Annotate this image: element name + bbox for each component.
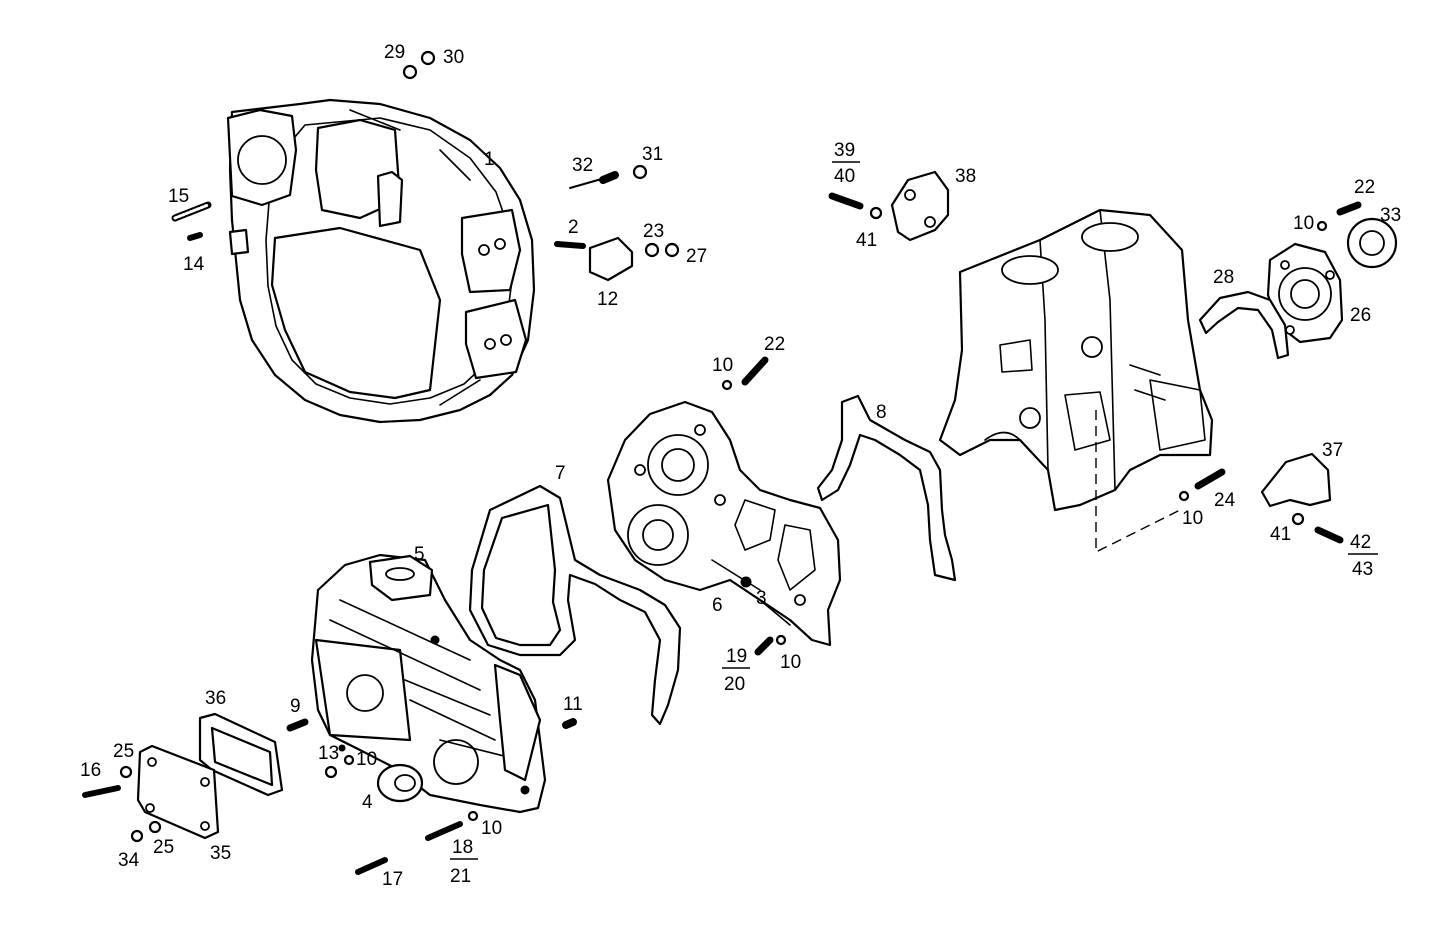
inspection-cover-gasket — [198, 712, 284, 797]
label-12: 12 — [597, 289, 618, 310]
label-22: 22 — [1354, 177, 1375, 198]
label-39: 39 — [834, 140, 855, 161]
inspection-cover-hole — [147, 757, 157, 767]
inspection-cover-hole — [145, 803, 155, 813]
front-seal — [376, 763, 424, 803]
cover-plate — [890, 170, 950, 242]
label-37: 37 — [1322, 440, 1343, 461]
flywheel-housing — [226, 98, 536, 424]
label-10: 10 — [712, 355, 733, 376]
label-25: 25 — [153, 837, 174, 858]
label-28: 28 — [1213, 267, 1234, 288]
label-25: 25 — [113, 741, 134, 762]
label-19: 19 — [726, 646, 747, 667]
label-31: 31 — [642, 144, 663, 165]
label-17: 17 — [382, 869, 403, 890]
label-6: 6 — [712, 595, 723, 616]
label-10: 10 — [481, 818, 502, 839]
engine-block-gasket — [816, 394, 957, 582]
label-1: 1 — [484, 149, 495, 170]
mount-bracket — [1260, 452, 1332, 508]
label-35: 35 — [210, 843, 231, 864]
label-10: 10 — [780, 652, 801, 673]
label-23: 23 — [643, 221, 664, 242]
label-30: 30 — [443, 47, 464, 68]
label-33: 33 — [1380, 205, 1401, 226]
label-8: 8 — [876, 402, 887, 423]
label-21: 21 — [450, 866, 471, 887]
label-38: 38 — [955, 166, 976, 187]
small-cover-plate — [588, 236, 634, 282]
label-20: 20 — [724, 674, 745, 695]
label-32: 32 — [572, 155, 593, 176]
label-22: 22 — [764, 334, 785, 355]
label-41: 41 — [1270, 524, 1291, 545]
label-24: 24 — [1214, 490, 1236, 511]
label-14: 14 — [183, 254, 205, 275]
label-10: 10 — [356, 749, 377, 770]
label-41: 41 — [856, 230, 877, 251]
timing-plate — [606, 400, 842, 647]
label-40: 40 — [834, 166, 855, 187]
label-27: 27 — [686, 246, 707, 267]
label-11: 11 — [563, 694, 583, 715]
inspection-cover — [136, 744, 220, 840]
label-10: 10 — [1182, 508, 1203, 529]
timing-cover-gasket — [468, 484, 682, 726]
part-labels: 29 30 1 15 14 32 31 2 23 27 12 39 40 38 … — [80, 42, 1401, 890]
label-2: 2 — [568, 217, 579, 238]
timing-cover — [310, 553, 547, 814]
label-34: 34 — [118, 850, 140, 871]
inspection-cover-hole — [200, 777, 210, 787]
label-43: 43 — [1352, 559, 1373, 580]
label-13: 13 — [318, 743, 339, 764]
rear-seal-housing — [1266, 242, 1344, 344]
label-29: 29 — [384, 42, 405, 63]
label-9: 9 — [290, 696, 301, 717]
label-26: 26 — [1350, 305, 1371, 326]
engine-block — [938, 208, 1214, 512]
label-5: 5 — [414, 544, 425, 565]
label-10: 10 — [1293, 213, 1314, 234]
label-7: 7 — [555, 463, 566, 484]
inspection-cover-hole — [200, 821, 210, 831]
label-15: 15 — [168, 186, 189, 207]
label-16: 16 — [80, 760, 101, 781]
label-4: 4 — [362, 792, 373, 813]
label-18: 18 — [452, 837, 473, 858]
label-3: 3 — [756, 588, 767, 609]
half-seal-gasket — [1198, 290, 1290, 360]
label-36: 36 — [205, 688, 226, 709]
seal-ring — [1346, 217, 1398, 269]
fasteners — [82, 50, 1362, 875]
label-42: 42 — [1350, 532, 1371, 553]
